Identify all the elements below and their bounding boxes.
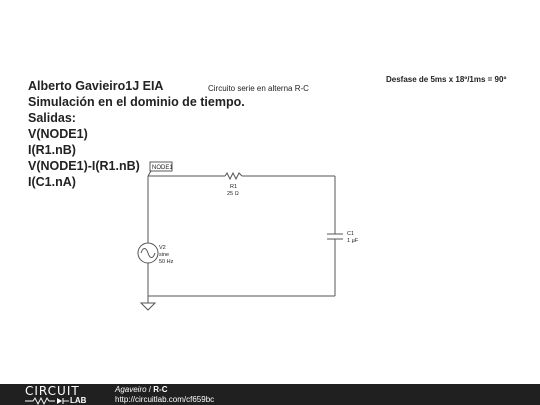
schematic: NODE1 R1 25 Ω C1 1 µF V2 sine 50 Hz	[137, 161, 359, 311]
logo-resistor-icon	[25, 396, 69, 405]
note-output-4: I(C1.nA)	[28, 175, 76, 189]
capacitor-name: C1	[347, 231, 354, 237]
notes-block: Alberto Gavieiro1J EIA Simulación en el …	[28, 78, 245, 190]
logo-text-lab: LAB	[70, 396, 87, 405]
note-simulation: Simulación en el dominio de tiempo.	[28, 95, 245, 109]
logo-text-circuit: CIRCUIT	[25, 384, 80, 398]
node-label: NODE1	[152, 165, 173, 171]
source-type: sine	[159, 252, 169, 258]
note-output-2: I(R1.nB)	[28, 143, 76, 157]
footer-bar: CIRCUIT LAB Agaveiro / R-C http://circui…	[0, 384, 540, 405]
ground-icon[interactable]	[139, 302, 157, 311]
capacitor-value: 1 µF	[347, 238, 359, 244]
circuitlab-logo[interactable]: CIRCUIT LAB	[25, 385, 95, 405]
phase-note: Desfase de 5ms x 18º/1ms = 90º	[386, 75, 507, 84]
path-separator: /	[146, 385, 154, 394]
note-outputs-heading: Salidas:	[28, 111, 76, 125]
source-name: V2	[159, 245, 166, 251]
note-author: Alberto Gavieiro1J EIA	[28, 79, 164, 93]
project-name: R-C	[153, 385, 168, 394]
project-url[interactable]: http://circuitlab.com/cf659bc	[115, 395, 215, 404]
resistor-value: 25 Ω	[227, 191, 239, 197]
node-pointer	[147, 170, 152, 177]
resistor-r1[interactable]	[224, 171, 243, 181]
author-line: Agaveiro / R-C	[115, 385, 167, 395]
author-link[interactable]: Agaveiro	[115, 385, 147, 394]
note-output-1: V(NODE1)	[28, 127, 88, 141]
note-output-3: V(NODE1)-I(R1.nB)	[28, 159, 140, 173]
circuit-title: Circuito serie en alterna R-C	[208, 84, 309, 93]
source-frequency: 50 Hz	[159, 259, 174, 265]
resistor-name: R1	[230, 184, 237, 190]
sine-icon	[140, 248, 156, 258]
node-label-box[interactable]	[149, 161, 173, 172]
